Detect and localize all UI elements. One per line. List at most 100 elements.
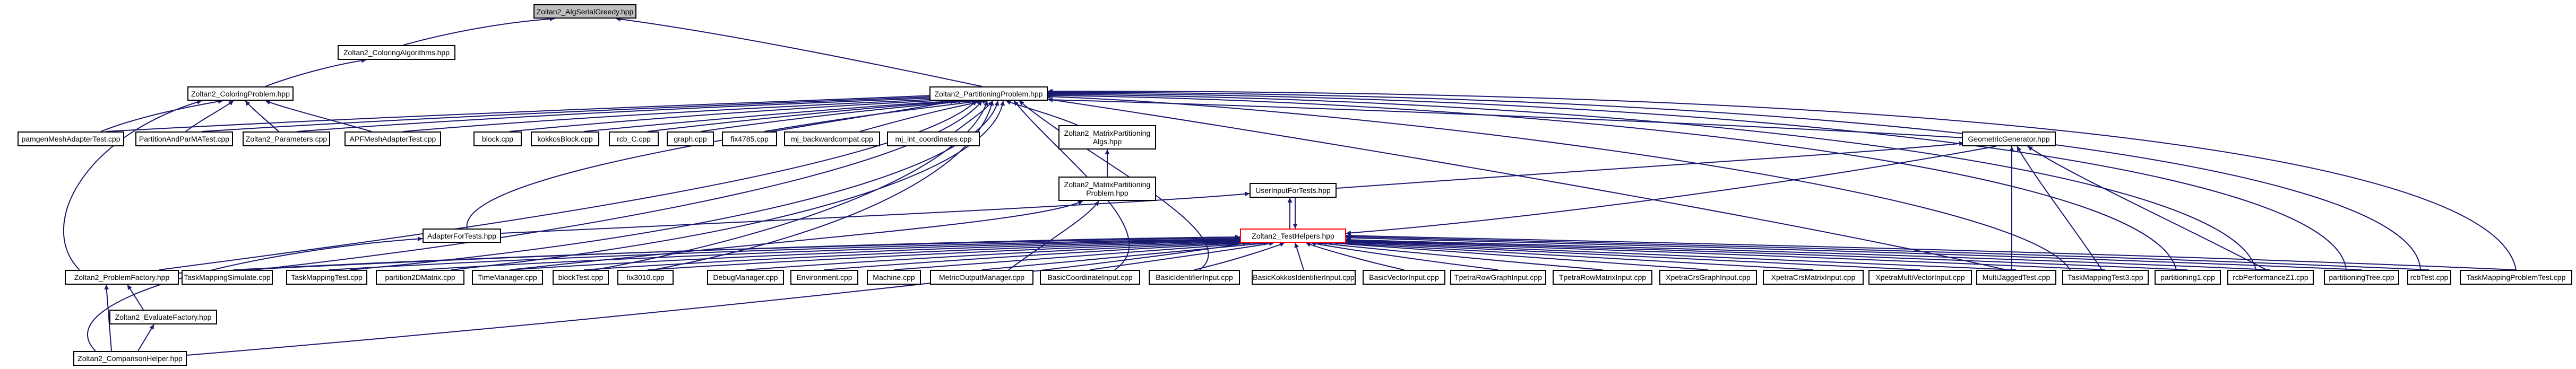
edge-partitioningtree-to-partitioningproblem [1047, 91, 2347, 270]
node-matrixpartitioningalgs[interactable]: Zoltan2_MatrixPartitioning Algs.hpp [1058, 125, 1156, 150]
node-metricoutputmanager[interactable]: MetricOutputManager.cpp [930, 270, 1033, 285]
edge-problemfactory-to-partitioningproblem [159, 100, 977, 270]
edge-problemfactory-to-coloringproblem [63, 100, 202, 270]
edge-timemanager-to-matrixproblem [509, 200, 1083, 270]
node-kokkosblock[interactable]: kokkosBlock.cpp [531, 131, 599, 146]
edge-block-to-partitioningproblem [509, 97, 956, 132]
edge-xpetracrsmatrix-to-testhelpers [1326, 240, 1814, 270]
edge-partition2d-to-testhelpers [419, 237, 1248, 270]
node-partitioning1[interactable]: partitioning1.cpp [2155, 270, 2221, 285]
edge-taskmappingsimulate-to-partitioningproblem [254, 100, 983, 270]
edge-parameters-to-partitioningproblem [297, 95, 945, 132]
node-timemanager[interactable]: TimeManager.cpp [472, 270, 543, 285]
edge-basiccoord-to-testhelpers [1089, 241, 1274, 270]
node-taskmappingproblemtest[interactable]: TaskMappingProblemTest.cpp [2460, 270, 2572, 285]
node-taskmappingsimulate[interactable]: TaskMappingSimulate.cpp [182, 270, 273, 285]
node-testhelpers[interactable]: Zoltan2_TestHelpers.hpp [1240, 229, 1346, 243]
edge-rcbperf-to-geometricgenerator [2027, 146, 2267, 270]
node-xpetracrsmatrixinput[interactable]: XpetraCrsMatrixInput.cpp [1763, 270, 1864, 285]
edge-basickokkos-to-testhelpers [1294, 242, 1304, 270]
edge-taskmappingtest-to-testhelpers [329, 236, 1245, 270]
node-rcbperformancez1[interactable]: rcbPerformanceZ1.cpp [2227, 270, 2314, 285]
edge-kokkosblock-to-partitioningproblem [583, 98, 964, 132]
edge-debugmanager-to-testhelpers [745, 239, 1259, 270]
edge-taskmappingtest-to-partitioningproblem [350, 100, 1000, 270]
node-matrixpartitioningproblem[interactable]: Zoltan2_MatrixPartitioning Problem.hpp [1058, 177, 1156, 201]
node-partitioningtree[interactable]: partitioningTree.cpp [2324, 270, 2399, 285]
node-rcbtest[interactable]: rcbTest.cpp [2407, 270, 2451, 285]
edge-comparisonhelper-to-adapterfortests [87, 236, 423, 352]
node-basicidentifierinput[interactable]: BasicIdentifierInput.cpp [1149, 270, 1240, 285]
node-basicvectorinput[interactable]: BasicVectorInput.cpp [1363, 270, 1445, 285]
edge-basicvector-to-testhelpers [1305, 242, 1405, 270]
node-basickokkosidentifierinput[interactable]: BasicKokkosIdentifierInput.cpp [1252, 270, 1356, 285]
node-rcb-c[interactable]: rcb_C.cpp [609, 131, 659, 146]
edge-geometricgenerator-to-partitioningproblem [1047, 97, 1965, 138]
edge-adapterfortests-to-userinput [501, 191, 1250, 234]
node-partition2dmatrix[interactable]: partition2DMatrix.cpp [376, 270, 464, 285]
edge-taskmappingtest3-to-partitioningproblem [1045, 94, 2071, 270]
edge-partitioning1-to-partitioningproblem [1047, 93, 2177, 270]
edge-comparisonhelper-to-evaluatefactory [137, 324, 154, 352]
node-algserialgreedy[interactable]: Zoltan2_AlgSerialGreedy.hpp [533, 4, 636, 19]
edge-adapterfortests-to-partitioningproblem [466, 99, 956, 229]
node-multijaggedtest[interactable]: MultiJaggedTest.cpp [1976, 270, 2056, 285]
node-tpetrarowmatrixinput[interactable]: TpetraRowMatrixInput.cpp [1553, 270, 1652, 285]
edge-taskmappingsimulate-to-testhelpers [233, 235, 1243, 270]
edge-apf-to-partitioningproblem [403, 96, 951, 132]
node-evaluatefactory[interactable]: Zoltan2_EvaluateFactory.hpp [109, 310, 217, 324]
node-comparisonhelper[interactable]: Zoltan2_ComparisonHelper.hpp [73, 351, 187, 366]
node-xpetramultivectorinput[interactable]: XpetraMultiVectorInput.cpp [1868, 270, 1972, 285]
node-geometricgenerator[interactable]: GeometricGenerator.hpp [1962, 131, 2056, 146]
edge-pamgen-to-coloringproblem [100, 99, 223, 132]
edge-taskmappingproblemtest-to-testhelpers [1346, 233, 2517, 270]
edge-fix3010-to-testhelpers [647, 239, 1256, 270]
node-basiccoordinateinput[interactable]: BasicCoordinateInput.cpp [1040, 270, 1140, 285]
edge-blocktest-to-testhelpers [583, 238, 1253, 270]
node-pamgenmeshadaptertest[interactable]: pamgenMeshAdapterTest.cpp [18, 131, 124, 146]
edge-comparisonhelper-to-problemfactory [104, 284, 112, 352]
edge-taskmappingtest3-to-testhelpers [1340, 239, 2106, 270]
edge-coloringproblem-to-coloringalgorithms [265, 58, 367, 87]
node-coloringalgorithms[interactable]: Zoltan2_ColoringAlgorithms.hpp [338, 45, 455, 60]
node-fix3010[interactable]: fix3010.cpp [617, 270, 674, 285]
node-debugmanager[interactable]: DebugManager.cpp [707, 270, 784, 285]
node-partitionandparmatest[interactable]: PartitionAndParMATest.cpp [135, 131, 233, 146]
edge-coloringalgorithms-to-algserialgreedy [403, 16, 555, 46]
node-userinputfortests[interactable]: UserInputForTests.hpp [1250, 183, 1337, 198]
edge-taskmappingproblemtest-to-partitioningproblem [1047, 89, 2517, 270]
node-tpetrarowgraphinput[interactable]: TpetraRowGraphInput.cpp [1450, 270, 1546, 285]
node-coloringproblem[interactable]: Zoltan2_ColoringProblem.hpp [187, 86, 294, 101]
node-problemfactory[interactable]: Zoltan2_ProblemFactory.hpp [65, 270, 179, 285]
node-machine[interactable]: Machine.cpp [867, 270, 921, 285]
edge-partitioning1-to-testhelpers [1342, 238, 2188, 270]
edge-xpetramultivector-to-testhelpers [1332, 240, 1920, 270]
edge-timemanager-to-testhelpers [509, 238, 1251, 270]
node-fix4785[interactable]: fix4785.cpp [722, 131, 777, 146]
edge-partitioningproblem-to-algserialgreedy [615, 16, 983, 87]
edge-rcbperf-to-partitioningproblem [1047, 92, 2256, 270]
edge-taskmappingtest3-to-geometricgenerator [2017, 146, 2103, 270]
node-adapterfortests[interactable]: AdapterForTests.hpp [423, 229, 501, 243]
node-xpetracrsgraphinput[interactable]: XpetraCrsGraphInput.cpp [1659, 270, 1757, 285]
node-blocktest[interactable]: blockTest.cpp [553, 270, 609, 285]
edge-fix3010-to-partitioningproblem [652, 100, 994, 270]
node-taskmappingtest[interactable]: TaskMappingTest.cpp [286, 270, 367, 285]
edge-matrixalgs-to-partitioningproblem [1005, 100, 1078, 126]
node-block[interactable]: block.cpp [473, 131, 522, 146]
edge-basicident-to-testhelpers [1194, 242, 1285, 270]
edge-testhelpers-from-geometricgenerator [1346, 146, 1996, 235]
node-partitioningproblem[interactable]: Zoltan2_PartitioningProblem.hpp [929, 86, 1048, 101]
edge-matrixproblem-from-testhelpers [1008, 200, 1099, 270]
node-taskmappingtest3[interactable]: TaskMappingTest3.cpp [2062, 270, 2149, 285]
node-mj-int-coordinates[interactable]: mj_int_coordinates.cpp [887, 131, 980, 146]
node-environment[interactable]: Environment.cpp [790, 270, 858, 285]
edge-partition2d-to-partitioningproblem [451, 100, 1005, 270]
node-apfmeshadaptertest[interactable]: APFMeshAdapterTest.cpp [344, 131, 441, 146]
node-parameters[interactable]: Zoltan2_Parameters.cpp [243, 131, 330, 146]
edge-evaluatefactory-to-problemfactory [127, 284, 144, 310]
node-graph[interactable]: graph.cpp [667, 131, 714, 146]
node-mj-backwardcompat[interactable]: mj_backwardcompat.cpp [784, 131, 880, 146]
